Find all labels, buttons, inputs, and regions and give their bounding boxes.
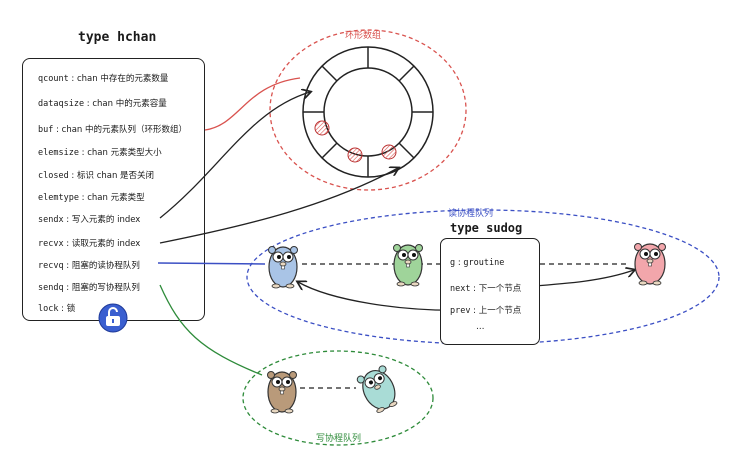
ring-array-label: 环形数组 [345, 31, 382, 41]
recvx-arrow [159, 168, 398, 244]
sudog-field-ellipsis: … [476, 322, 485, 332]
gopher-icon [393, 244, 423, 287]
buf-link [204, 77, 301, 131]
lock-icon [98, 303, 128, 333]
recv-queue-label: 读协程队列 [448, 209, 494, 219]
field-sendx: sendx : 写入元素的 index [38, 215, 141, 225]
ring-segments [303, 47, 433, 177]
sudog-field-g: g : groutine [450, 258, 505, 268]
field-qcount: qcount : chan 中存在的元素数量 [38, 74, 169, 84]
ring-element [347, 147, 363, 163]
sendq-link [159, 284, 263, 376]
field-elemsize: elemsize : chan 元素类型大小 [38, 148, 162, 158]
recvq-link [157, 262, 266, 265]
field-lock: lock : 锁 [38, 304, 76, 314]
field-recvx: recvx : 读取元素的 index [38, 239, 141, 249]
sendx-arrow [159, 92, 310, 219]
sudog-title: type sudog [450, 221, 523, 235]
ring-array-region [269, 29, 467, 191]
recv-queue-region [246, 209, 720, 345]
send-queue-label: 写协程队列 [316, 434, 362, 444]
field-closed: closed : 标识 chan 是否关闭 [38, 171, 155, 181]
ring-element [314, 120, 330, 136]
field-dataqsize: dataqsize : chan 中的元素容量 [38, 99, 167, 109]
gopher-icon [268, 246, 298, 289]
field-recvq: recvq : 阻塞的读协程队列 [38, 261, 140, 271]
ring-element [381, 144, 397, 160]
field-buf: buf : chan 中的元素队列（环形数组） [38, 125, 188, 135]
sudog-field-next: next : 下一个节点 [450, 282, 522, 294]
gopher-icon [267, 371, 297, 414]
send-queue-region [242, 350, 434, 446]
hchan-title: type hchan [78, 30, 157, 45]
sudog-field-prev: prev : 上一个节点 [450, 304, 522, 316]
field-sendq: sendq : 阻塞的写协程队列 [38, 283, 140, 293]
gopher-icon [356, 365, 398, 413]
field-elemtype: elemtype : chan 元素类型 [38, 193, 145, 203]
gopher-icon [634, 243, 666, 286]
